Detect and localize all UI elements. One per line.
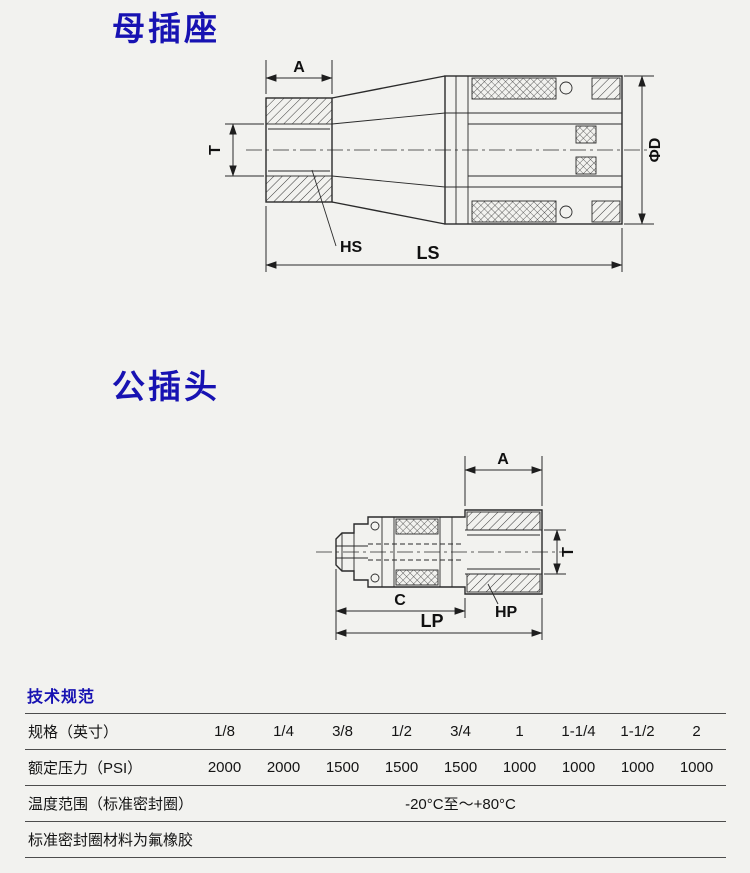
- male-hp-label: HP: [495, 604, 518, 621]
- pressure-cell: 1000: [549, 749, 608, 786]
- locking-ball-bottom: [559, 205, 573, 219]
- male-dim-lp-label: LP: [420, 611, 443, 631]
- temperature-range-value: -20°C至～+80°C: [195, 785, 726, 822]
- male-ball-bottom: [370, 573, 380, 583]
- male-nut-hatch-bottom: [466, 573, 541, 593]
- pressure-cell: 1000: [667, 749, 726, 786]
- female-sleeve-hatch-top: [471, 77, 557, 100]
- male-body-hatch-bottom: [395, 569, 439, 586]
- specs-section-title: 技术规范: [27, 689, 96, 706]
- size-cell: 1: [490, 713, 549, 750]
- female-sleeve-edges: [455, 76, 469, 224]
- locking-ball-top: [559, 81, 573, 95]
- female-sleeve-hatch-bottom: [471, 200, 557, 223]
- female-nut-hatch-top: [265, 97, 333, 125]
- female-inner-bore-lines: [445, 112, 622, 188]
- pressure-row-header: 额定压力（PSI）: [25, 749, 195, 786]
- seal-material-note: 标准密封圈材料为氟橡胶: [25, 821, 726, 858]
- female-thread-lines: [268, 128, 330, 172]
- female-taper-outline: [331, 75, 446, 225]
- pressure-cell: 1500: [313, 749, 372, 786]
- pressure-cell: 1500: [372, 749, 431, 786]
- female-knurl-bottom: [591, 200, 621, 223]
- male-dim-a-extensions: [464, 456, 543, 506]
- size-cell: 2: [667, 713, 726, 750]
- size-row-header: 规格（英寸）: [25, 713, 195, 750]
- female-hs-leader: [311, 169, 337, 247]
- male-tip-bore: [336, 545, 368, 559]
- male-plug-drawing: A T C HP LP: [316, 451, 577, 640]
- male-groove-lines: [381, 517, 453, 587]
- pressure-cell: 2000: [195, 749, 254, 786]
- male-dim-t-label: T: [560, 547, 577, 557]
- spec-row-sizes: 规格（英寸） 1/8 1/4 3/8 1/2 3/4 1 1-1/4 1-1/2…: [25, 713, 726, 750]
- female-section-title: 母插座: [112, 10, 220, 47]
- spec-row-pressures: 额定压力（PSI） 2000 2000 1500 1500 1500 1000 …: [25, 749, 726, 786]
- size-cell: 3/8: [313, 713, 372, 750]
- size-cell: 1/2: [372, 713, 431, 750]
- female-nut-hatch-bottom: [265, 175, 333, 203]
- male-nut-hatch-top: [466, 511, 541, 531]
- female-taper-inner: [331, 112, 446, 188]
- size-cell: 1/4: [254, 713, 313, 750]
- male-thread-lines: [465, 529, 542, 575]
- female-dim-t-label: T: [207, 145, 224, 155]
- size-cell: 1/8: [195, 713, 254, 750]
- female-seal-top: [575, 125, 597, 144]
- female-body-outline: [444, 75, 623, 225]
- pressure-cell: 1000: [490, 749, 549, 786]
- female-dim-ls-label: LS: [416, 243, 439, 263]
- male-hp-leader: [487, 583, 499, 605]
- male-dim-c-label: C: [394, 592, 406, 609]
- temperature-row-header: 温度范围（标准密封圈）: [25, 785, 195, 822]
- male-section-title: 公插头: [112, 368, 220, 405]
- spec-row-material: 标准密封圈材料为氟橡胶: [25, 821, 726, 858]
- male-dim-a-label: A: [497, 451, 509, 468]
- female-dim-d-label: ΦD: [647, 138, 664, 163]
- specs-table: 规格（英寸） 1/8 1/4 3/8 1/2 3/4 1 1-1/4 1-1/2…: [25, 713, 726, 858]
- pressure-cell: 1500: [431, 749, 490, 786]
- female-seal-bottom: [575, 156, 597, 175]
- female-hs-label: HS: [340, 239, 363, 256]
- female-knurl-top: [591, 77, 621, 100]
- pressure-cell: 2000: [254, 749, 313, 786]
- size-cell: 1-1/4: [549, 713, 608, 750]
- size-cell: 3/4: [431, 713, 490, 750]
- female-dim-ls-extensions: [265, 206, 623, 272]
- male-tip-edges: [341, 533, 355, 571]
- male-body-hatch-top: [395, 518, 439, 535]
- female-socket-drawing: A T ΦD HS LS: [207, 59, 664, 272]
- spec-row-temperature: 温度范围（标准密封圈） -20°C至～+80°C: [25, 785, 726, 822]
- male-ball-top: [370, 521, 380, 531]
- pressure-cell: 1000: [608, 749, 667, 786]
- size-cell: 1-1/2: [608, 713, 667, 750]
- female-dim-a-label: A: [293, 59, 305, 76]
